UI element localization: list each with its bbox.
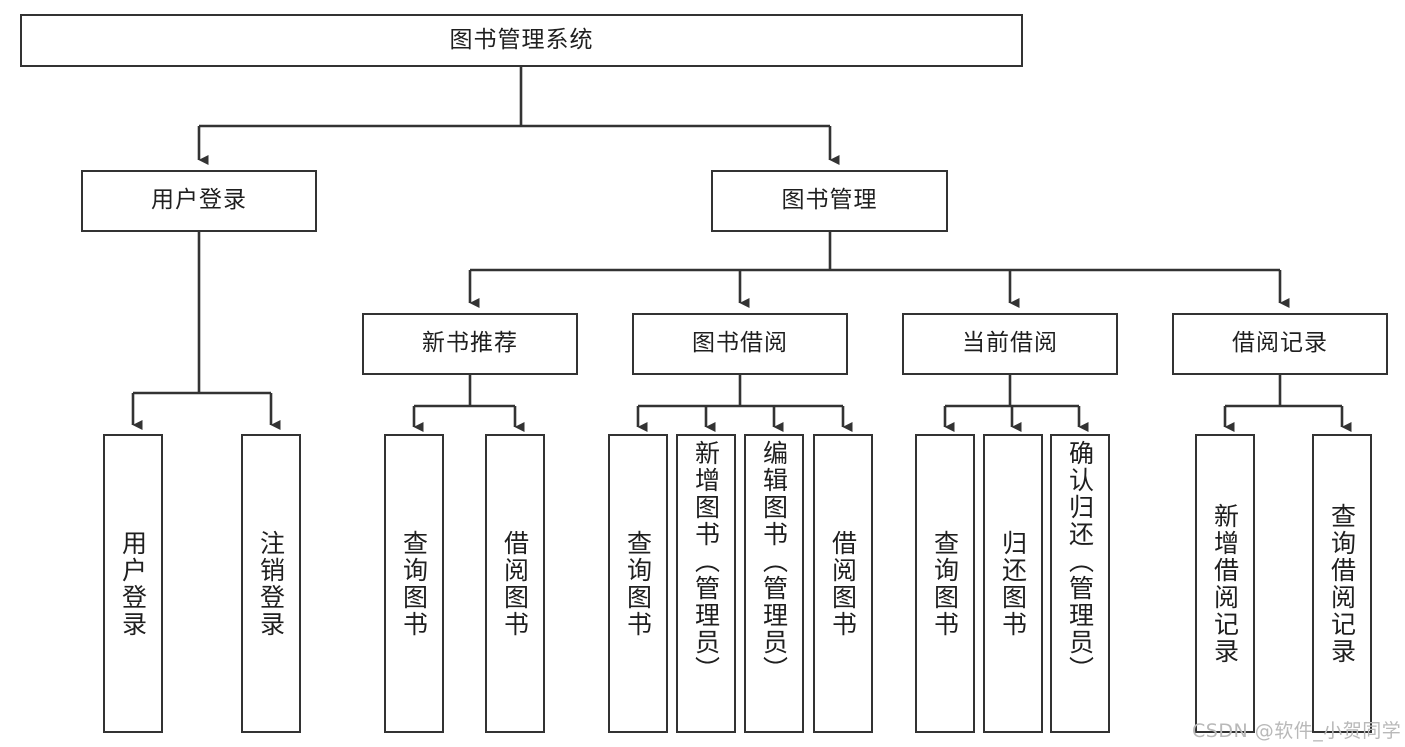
node-label: 注销登录 xyxy=(256,529,286,638)
node-leaf-logout[interactable]: 注销登录 xyxy=(241,434,301,733)
node-label: 新书推荐 xyxy=(422,330,518,357)
node-label: 用户登录 xyxy=(118,529,148,638)
node-leaf-query-book-2[interactable]: 查询图书 xyxy=(608,434,668,733)
node-root-system[interactable]: 图书管理系统 xyxy=(20,14,1023,67)
node-label: 编辑图书（管理员） xyxy=(759,440,789,683)
node-label: 查询图书 xyxy=(399,529,429,638)
node-label: 用户登录 xyxy=(151,187,247,214)
node-label: 归还图书 xyxy=(998,529,1028,638)
node-label: 图书管理系统 xyxy=(449,26,594,53)
node-new-book-recommend[interactable]: 新书推荐 xyxy=(362,313,578,375)
node-leaf-query-book-1[interactable]: 查询图书 xyxy=(384,434,444,733)
node-leaf-borrow-book-2[interactable]: 借阅图书 xyxy=(813,434,873,733)
node-label: 新增借阅记录 xyxy=(1210,502,1240,665)
node-leaf-return-book[interactable]: 归还图书 xyxy=(983,434,1043,733)
node-label: 借阅图书 xyxy=(500,529,530,638)
node-current-borrow[interactable]: 当前借阅 xyxy=(902,313,1118,375)
node-book-manage[interactable]: 图书管理 xyxy=(711,170,948,232)
node-book-borrow[interactable]: 图书借阅 xyxy=(632,313,848,375)
node-leaf-add-record[interactable]: 新增借阅记录 xyxy=(1195,434,1255,733)
node-label: 图书管理 xyxy=(781,187,878,214)
node-leaf-query-record[interactable]: 查询借阅记录 xyxy=(1312,434,1372,733)
node-label: 借阅图书 xyxy=(828,529,858,638)
node-user-login[interactable]: 用户登录 xyxy=(81,170,317,232)
node-leaf-query-book-3[interactable]: 查询图书 xyxy=(915,434,975,733)
node-label: 借阅记录 xyxy=(1232,330,1328,357)
node-label: 图书借阅 xyxy=(692,330,788,357)
node-leaf-edit-book[interactable]: 编辑图书（管理员） xyxy=(744,434,804,733)
node-leaf-user-login[interactable]: 用户登录 xyxy=(103,434,163,733)
node-leaf-add-book[interactable]: 新增图书（管理员） xyxy=(676,434,736,733)
node-leaf-confirm-return[interactable]: 确认归还（管理员） xyxy=(1050,434,1110,733)
node-label: 新增图书（管理员） xyxy=(691,440,721,683)
node-label: 查询借阅记录 xyxy=(1327,502,1357,665)
node-leaf-borrow-book-1[interactable]: 借阅图书 xyxy=(485,434,545,733)
node-label: 当前借阅 xyxy=(962,330,1058,357)
node-label: 查询图书 xyxy=(930,529,960,638)
node-label: 查询图书 xyxy=(623,529,653,638)
node-label: 确认归还（管理员） xyxy=(1065,440,1095,683)
node-borrow-record[interactable]: 借阅记录 xyxy=(1172,313,1388,375)
